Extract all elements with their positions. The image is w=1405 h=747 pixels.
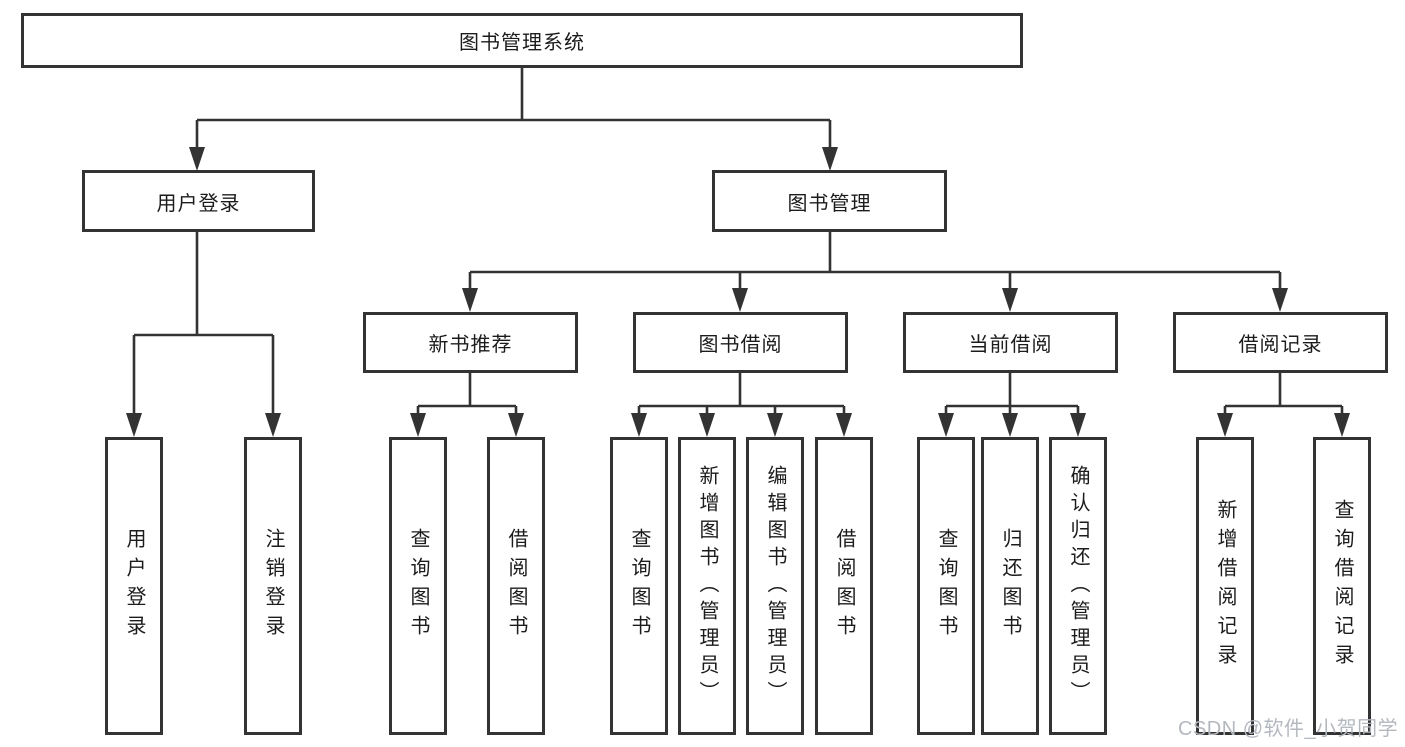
leaf-user-login-label: 用户登录 bbox=[123, 528, 145, 644]
leaf-add-borrow-record-label: 新增借阅记录 bbox=[1214, 499, 1236, 673]
leaf-confirm-return-admin: 确认归还（管理员） bbox=[1049, 437, 1107, 735]
node-user-login-label: 用户登录 bbox=[156, 192, 241, 215]
node-root-system: 图书管理系统 bbox=[21, 13, 1023, 68]
leaf-current-query-books: 查询图书 bbox=[917, 437, 975, 735]
leaf-query-borrow-record: 查询借阅记录 bbox=[1313, 437, 1371, 735]
leaf-user-login: 用户登录 bbox=[105, 437, 163, 735]
node-book-borrowing: 图书借阅 bbox=[633, 312, 848, 373]
leaf-borrowing-query-books-label: 查询图书 bbox=[628, 528, 650, 644]
leaf-borrowing-query-books: 查询图书 bbox=[610, 437, 668, 735]
leaf-edit-books-admin-label: 编辑图书（管理员） bbox=[764, 464, 786, 708]
leaf-recommend-borrow-books-label: 借阅图书 bbox=[505, 528, 527, 644]
node-new-book-recommend-label: 新书推荐 bbox=[428, 334, 513, 356]
node-user-login: 用户登录 bbox=[82, 170, 315, 232]
csdn-watermark: CSDN @软件_小贺同学 bbox=[1178, 718, 1399, 740]
node-borrowing-records: 借阅记录 bbox=[1173, 312, 1388, 373]
node-root-label: 图书管理系统 bbox=[459, 32, 585, 54]
leaf-edit-books-admin: 编辑图书（管理员） bbox=[746, 437, 804, 735]
node-current-borrowing: 当前借阅 bbox=[903, 312, 1118, 373]
leaf-query-borrow-record-label: 查询借阅记录 bbox=[1331, 499, 1353, 673]
leaf-add-books-admin: 新增图书（管理员） bbox=[678, 437, 736, 735]
leaf-recommend-borrow-books: 借阅图书 bbox=[487, 437, 545, 735]
node-new-book-recommend: 新书推荐 bbox=[363, 312, 578, 373]
leaf-current-query-books-label: 查询图书 bbox=[935, 528, 957, 644]
node-current-borrowing-label: 当前借阅 bbox=[968, 334, 1053, 356]
leaf-add-borrow-record: 新增借阅记录 bbox=[1196, 437, 1254, 735]
node-book-borrowing-label: 图书借阅 bbox=[698, 334, 783, 356]
leaf-logout: 注销登录 bbox=[244, 437, 302, 735]
node-borrowing-records-label: 借阅记录 bbox=[1238, 334, 1323, 356]
leaf-logout-label: 注销登录 bbox=[262, 528, 284, 644]
leaf-confirm-return-admin-label: 确认归还（管理员） bbox=[1067, 464, 1089, 708]
leaf-return-books-label: 归还图书 bbox=[999, 528, 1021, 644]
leaf-return-books: 归还图书 bbox=[981, 437, 1039, 735]
leaf-recommend-query-books: 查询图书 bbox=[389, 437, 447, 735]
leaf-recommend-query-books-label: 查询图书 bbox=[407, 528, 429, 644]
leaf-borrowing-borrow-books: 借阅图书 bbox=[815, 437, 873, 735]
leaf-borrowing-borrow-books-label: 借阅图书 bbox=[833, 528, 855, 644]
node-book-management: 图书管理 bbox=[712, 170, 947, 232]
leaf-add-books-admin-label: 新增图书（管理员） bbox=[696, 464, 718, 708]
arrowheads bbox=[126, 147, 1350, 437]
node-book-management-label: 图书管理 bbox=[787, 192, 872, 215]
